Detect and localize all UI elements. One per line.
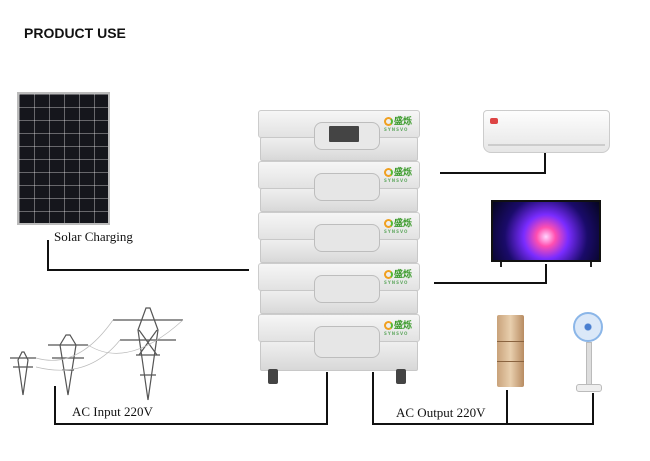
wire: [47, 240, 49, 271]
wire: [544, 152, 546, 174]
wire: [434, 282, 547, 284]
wire: [47, 269, 249, 271]
wire: [440, 172, 546, 174]
wheel: [396, 369, 406, 384]
wire: [372, 423, 594, 425]
ac-input-label: AC Input 220V: [70, 404, 155, 420]
lcd-display: [329, 126, 359, 142]
ac-output-label: AC Output 220V: [394, 405, 488, 421]
wheel: [268, 369, 278, 384]
air-conditioner: [483, 110, 610, 153]
television: [491, 200, 601, 262]
wire: [54, 423, 328, 425]
wire: [545, 264, 547, 284]
refrigerator: [497, 315, 524, 387]
page-title: PRODUCT USE: [24, 25, 126, 41]
wire: [326, 372, 328, 425]
power-grid-towers-icon: [10, 307, 184, 401]
wire: [54, 386, 56, 425]
solar-panel: [17, 92, 110, 225]
wire: [592, 393, 594, 425]
wire: [372, 372, 374, 425]
solar-charging-label: Solar Charging: [54, 229, 133, 245]
wire: [506, 390, 508, 425]
